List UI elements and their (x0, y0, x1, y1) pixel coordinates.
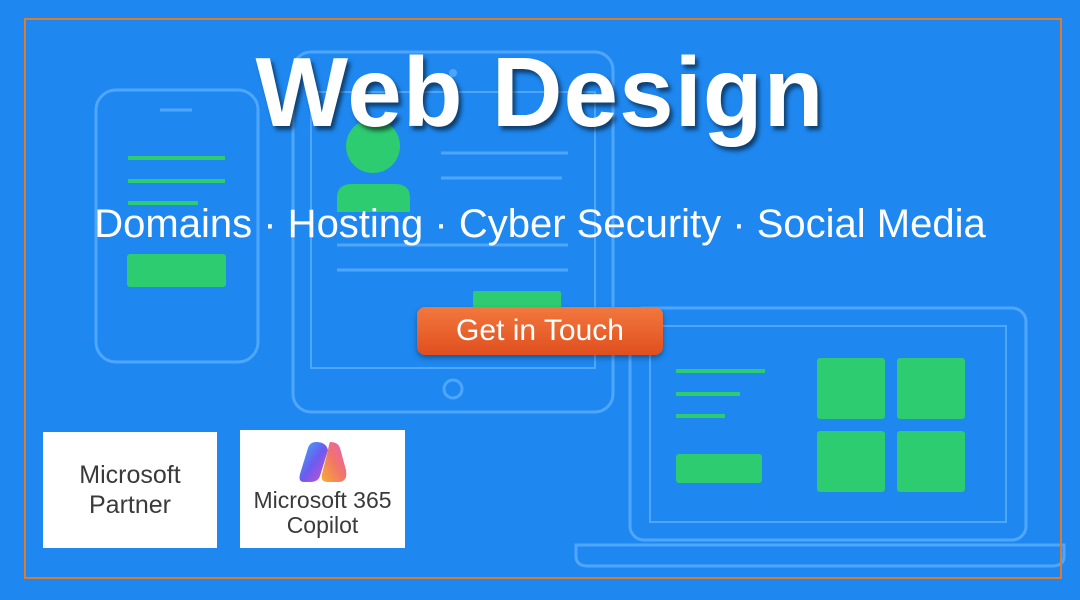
page-title: Web Design (255, 37, 825, 147)
services-tagline: Domains · Hosting · Cyber Security · Soc… (94, 202, 986, 246)
tablet-icon (291, 50, 615, 414)
laptop-icon (574, 306, 1066, 568)
get-in-touch-button[interactable]: Get in Touch (417, 307, 663, 355)
copilot-badge-line2: Copilot (286, 512, 359, 538)
copilot-badge-line1: Microsoft 365 (253, 487, 392, 513)
microsoft-partner-badge: Microsoft Partner (43, 432, 217, 548)
copilot-logo-icon (299, 442, 346, 482)
microsoft-365-copilot-badge: Microsoft 365 Copilot (240, 430, 405, 548)
partner-badge-line1: Microsoft (79, 461, 181, 489)
phone-icon (94, 88, 260, 364)
partner-badge-line2: Partner (89, 491, 171, 519)
orange-border-frame (24, 18, 1062, 579)
user-icon (337, 119, 410, 212)
